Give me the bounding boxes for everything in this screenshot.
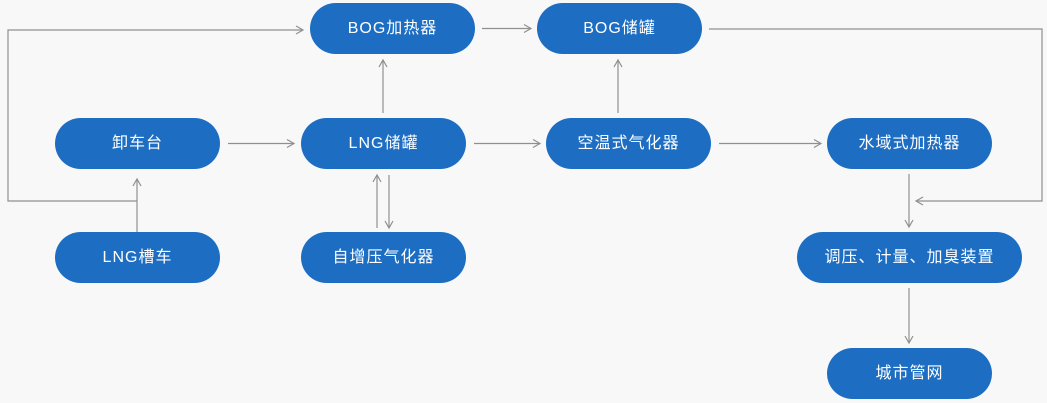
node-lng-tanker-truck[interactable]: LNG槽车 bbox=[55, 232, 220, 283]
node-lng-storage-tank[interactable]: LNG储罐 bbox=[301, 118, 466, 169]
node-bog-heater[interactable]: BOG加热器 bbox=[310, 3, 475, 54]
node-city-pipeline-network[interactable]: 城市管网 bbox=[827, 348, 992, 399]
node-unloading-platform-label: 卸车台 bbox=[111, 134, 163, 152]
node-bog-tank[interactable]: BOG储罐 bbox=[537, 3, 702, 54]
node-city-pipeline-network-label: 城市管网 bbox=[875, 364, 944, 382]
node-bog-heater-label: BOG加热器 bbox=[347, 19, 438, 37]
connector-left-return-loop bbox=[7, 25, 305, 202]
node-ambient-vaporizer-label: 空温式气化器 bbox=[577, 134, 680, 152]
node-ambient-vaporizer[interactable]: 空温式气化器 bbox=[546, 118, 711, 169]
node-regulation-metering-odorization[interactable]: 调压、计量、加臭装置 bbox=[797, 232, 1022, 283]
node-water-bath-heater[interactable]: 水域式加热器 bbox=[827, 118, 992, 169]
node-self-pressurizing-vaporizer-label: 自增压气化器 bbox=[332, 248, 435, 266]
node-unloading-platform[interactable]: 卸车台 bbox=[55, 118, 220, 169]
node-water-bath-heater-label: 水域式加热器 bbox=[858, 134, 961, 152]
node-lng-storage-tank-label: LNG储罐 bbox=[348, 134, 419, 152]
connector-right-return-loop bbox=[709, 28, 1043, 206]
node-bog-tank-label: BOG储罐 bbox=[583, 19, 656, 37]
node-lng-tanker-truck-label: LNG槽车 bbox=[102, 248, 173, 266]
node-regulation-metering-odorization-label: 调压、计量、加臭装置 bbox=[824, 248, 995, 266]
node-self-pressurizing-vaporizer[interactable]: 自增压气化器 bbox=[301, 232, 466, 283]
